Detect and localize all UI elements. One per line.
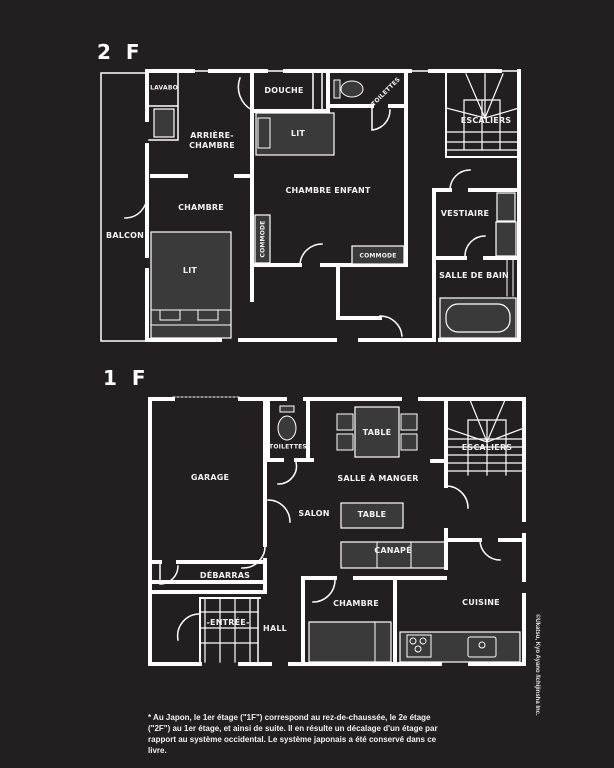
furniture-label-table-dining: TABLE xyxy=(362,428,392,437)
room-label-chambre-ground: CHAMBRE xyxy=(333,599,379,608)
room-label-vestiaire: VESTIAIRE xyxy=(440,209,490,218)
room-label-escaliers-upper: ESCALIERS xyxy=(460,116,512,125)
room-label-debarras: DÉBARRAS xyxy=(199,571,251,580)
floor-label-upper: 2 F xyxy=(97,40,144,64)
ground-floor-plan xyxy=(148,396,526,666)
room-label-salon: SALON xyxy=(298,509,330,518)
furniture-label-lit-enfant: LIT xyxy=(290,129,306,138)
room-label-escaliers-ground: ESCALIERS xyxy=(461,443,513,452)
room-label-salle-de-bain: SALLE DE BAIN xyxy=(439,271,509,280)
room-label-balcon: BALCON xyxy=(106,231,144,240)
room-label-chambre-enfant: CHAMBRE ENFANT xyxy=(285,186,371,195)
room-label-arriere-chambre-line2: CHAMBRE xyxy=(189,141,235,150)
furniture-label-table-salon: TABLE xyxy=(357,510,387,519)
footnote: * Au Japon, le 1er étage ("1F") correspo… xyxy=(148,713,438,755)
room-label-cuisine: CUISINE xyxy=(462,598,500,607)
upper-floor-plan xyxy=(100,69,521,342)
furniture-label-commode: COMMODE xyxy=(359,252,397,260)
room-label-hall: HALL xyxy=(263,624,287,633)
floor-label-ground: 1 F xyxy=(103,366,150,390)
room-label-entree: -ENTRÉE- xyxy=(206,618,250,627)
room-label-lavabo: LAVABO xyxy=(150,84,178,92)
room-label-toilettes-ground: TOILETTES xyxy=(269,443,307,451)
room-label-douche: DOUCHE xyxy=(264,86,304,95)
furniture-label-commode-vertical: COMMODE xyxy=(259,220,267,258)
room-label-salle-a-manger: SALLE À MANGER xyxy=(337,474,419,483)
room-label-garage: GARAGE xyxy=(190,473,230,482)
furniture-label-lit: LIT xyxy=(182,266,198,275)
furniture-label-canape: CANAPÉ xyxy=(374,546,412,555)
copyright-credit: ©Ukatsu, Kyo Ayano /Ichijinsha Inc. xyxy=(534,614,540,716)
room-label-arriere-chambre-line1: ARRIÈRE- xyxy=(190,131,234,140)
room-label-chambre-upper: CHAMBRE xyxy=(178,203,224,212)
